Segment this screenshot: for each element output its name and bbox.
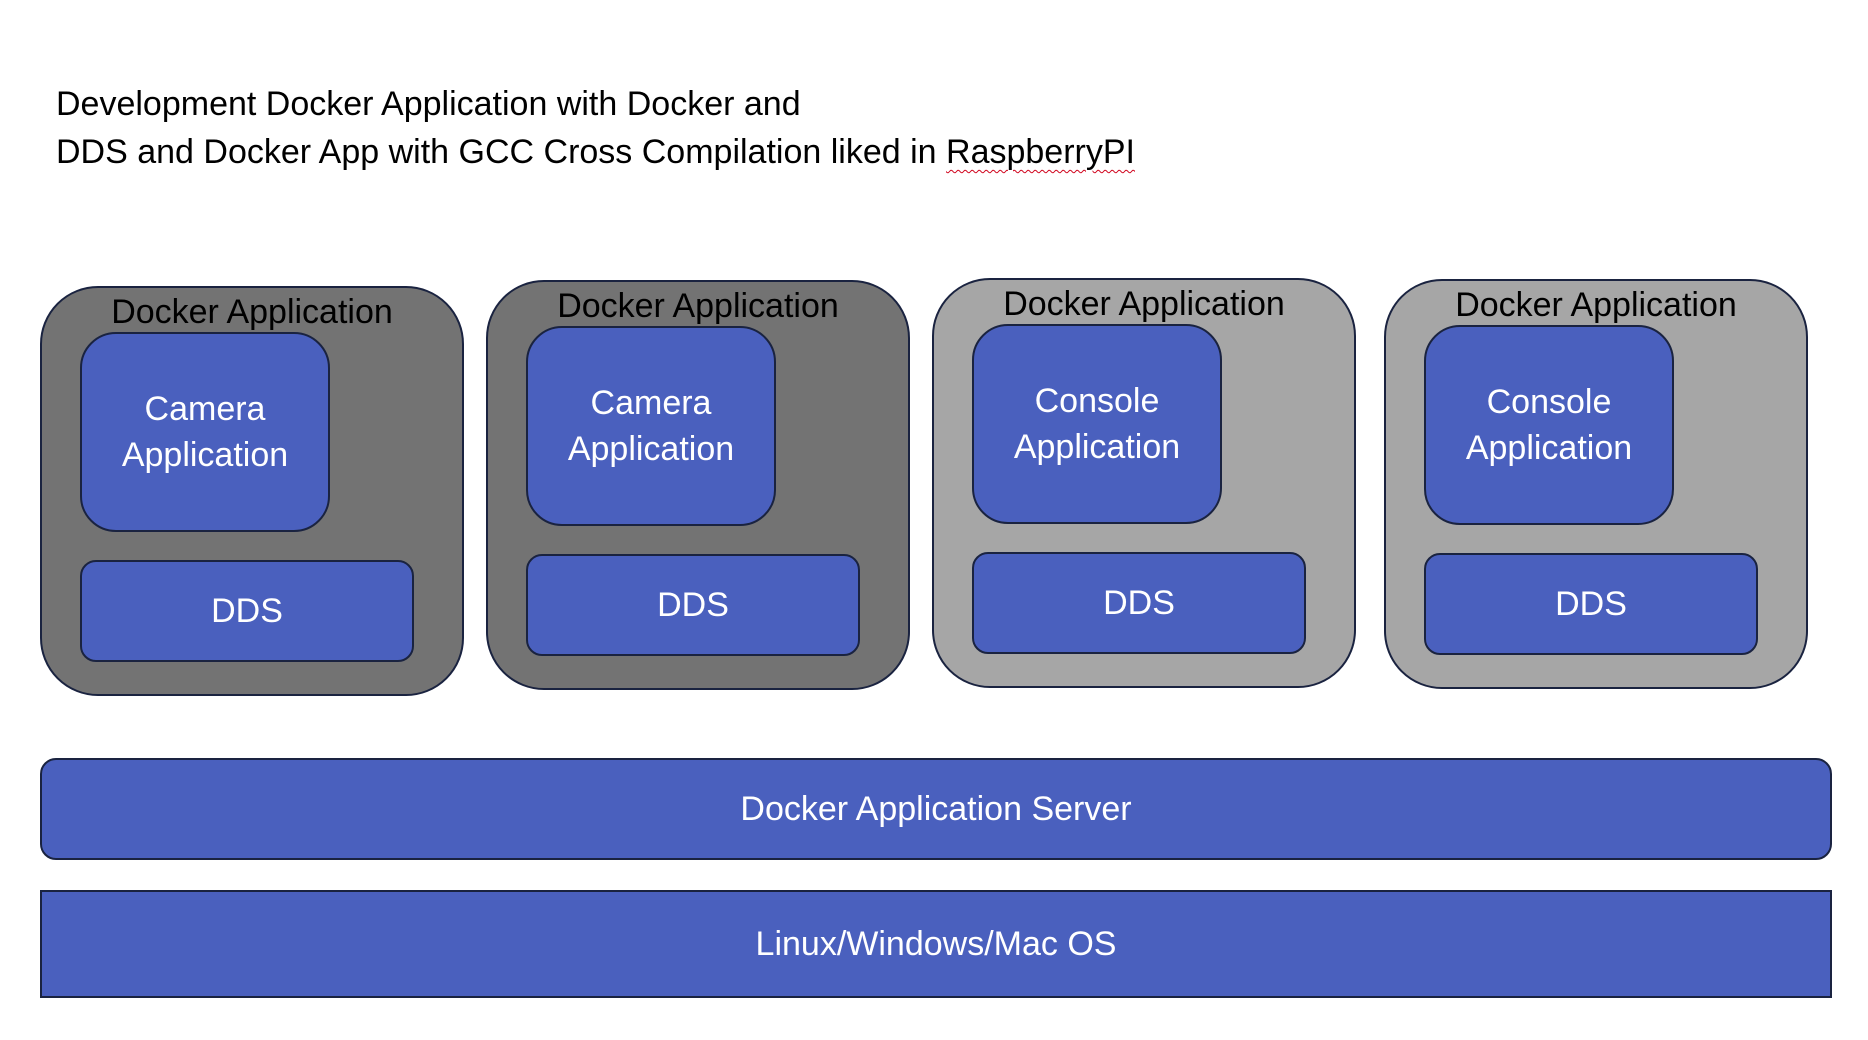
camera-application-box: Camera Application bbox=[80, 332, 330, 532]
docker-application-server-layer: Docker Application Server bbox=[40, 758, 1832, 860]
camera-application-box: Camera Application bbox=[526, 326, 776, 526]
diagram-title: Development Docker Application with Dock… bbox=[56, 80, 1135, 176]
dds-label: DDS bbox=[657, 585, 729, 624]
title-line-2-spellcheck-word: RaspberryPI bbox=[946, 133, 1135, 171]
dds-box: DDS bbox=[80, 560, 414, 662]
dds-box: DDS bbox=[526, 554, 860, 656]
dds-label: DDS bbox=[1103, 583, 1175, 622]
dds-label: DDS bbox=[211, 591, 283, 630]
docker-container-2: Docker Application Camera Application DD… bbox=[486, 280, 910, 690]
docker-container-1: Docker Application Camera Application DD… bbox=[40, 286, 464, 696]
dds-box: DDS bbox=[1424, 553, 1758, 655]
title-line-2-text: DDS and Docker App with GCC Cross Compil… bbox=[56, 133, 947, 171]
container-label: Docker Application bbox=[111, 293, 393, 331]
console-application-box: Console Application bbox=[972, 324, 1222, 524]
dds-box: DDS bbox=[972, 552, 1306, 654]
app-label: Console Application bbox=[1465, 383, 1633, 467]
title-line-2: DDS and Docker App with GCC Cross Compil… bbox=[56, 128, 1135, 176]
docker-container-3: Docker Application Console Application D… bbox=[932, 278, 1356, 688]
dds-label: DDS bbox=[1555, 584, 1627, 623]
os-label: Linux/Windows/Mac OS bbox=[755, 924, 1117, 963]
container-label: Docker Application bbox=[1003, 285, 1285, 323]
app-label: Camera Application bbox=[121, 390, 289, 474]
app-label: Camera Application bbox=[567, 384, 735, 468]
server-label: Docker Application Server bbox=[740, 789, 1132, 828]
operating-system-layer: Linux/Windows/Mac OS bbox=[40, 890, 1832, 998]
container-label: Docker Application bbox=[1455, 286, 1737, 324]
container-label: Docker Application bbox=[557, 287, 839, 325]
console-application-box: Console Application bbox=[1424, 325, 1674, 525]
app-label: Console Application bbox=[1013, 382, 1181, 466]
title-line-1: Development Docker Application with Dock… bbox=[56, 85, 801, 123]
docker-container-4: Docker Application Console Application D… bbox=[1384, 279, 1808, 689]
